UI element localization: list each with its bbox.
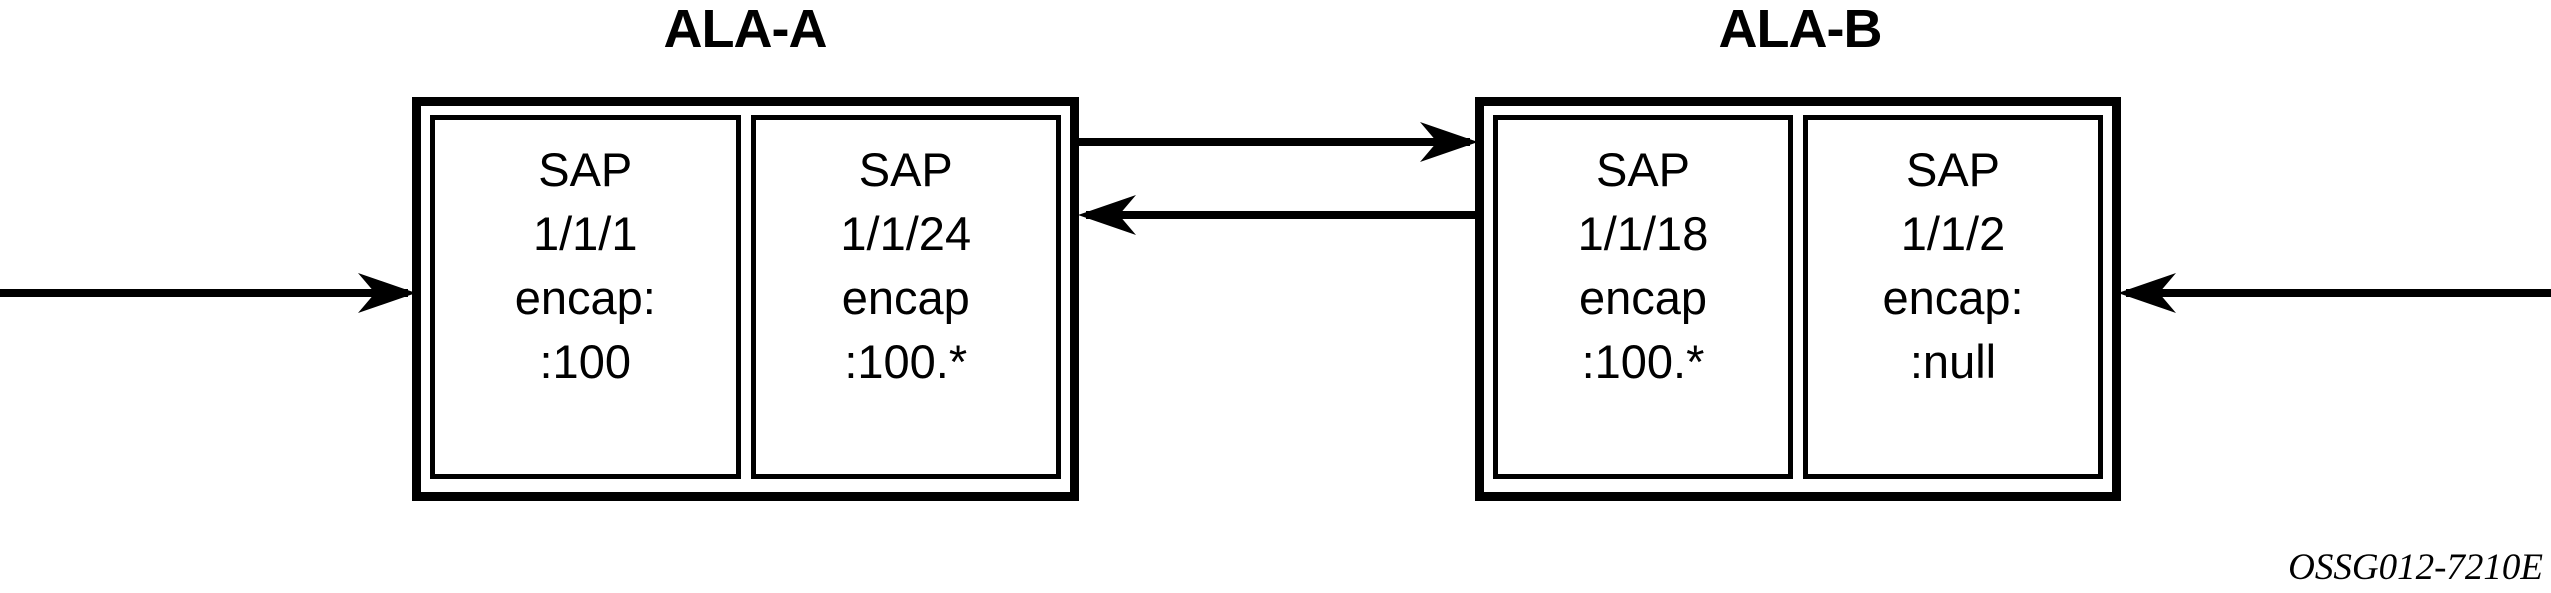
- sap-encap-label: encap: [841, 271, 970, 324]
- device-title-ala-b: ALA-B: [1718, 0, 1883, 59]
- sap-encap-value: :100.*: [844, 335, 968, 388]
- sap-port-id: 1/1/1: [532, 207, 638, 260]
- sap-encap-value: :100.*: [1581, 335, 1705, 388]
- sap-port-id: 1/1/2: [1900, 207, 2006, 260]
- arrow-ala-a-to-ala-b: [1078, 122, 1478, 162]
- arrow-ingress-right: [2118, 273, 2551, 313]
- device-chassis-ala-b: SAP 1/1/18 encap :100.* SAP 1/1/2 encap:…: [1475, 97, 2121, 501]
- sap-encap-label: encap:: [1882, 271, 2024, 324]
- sap-encap-label: encap: [1578, 271, 1708, 324]
- arrow-ingress-left: [0, 273, 416, 313]
- sap-encap-label: encap:: [514, 271, 656, 324]
- sap-label-line1: SAP: [858, 143, 953, 196]
- arrow-ala-b-to-ala-a: [1078, 195, 1478, 235]
- figure-caption: OSSG012-7210E: [2288, 547, 2543, 588]
- device-chassis-ala-a: SAP 1/1/1 encap: :100 SAP 1/1/24 encap :…: [412, 97, 1079, 501]
- sap-label-line1: SAP: [1905, 143, 2001, 196]
- sap-box-1-1-1: SAP 1/1/1 encap: :100: [430, 115, 741, 479]
- sap-box-1-1-18: SAP 1/1/18 encap :100.*: [1493, 115, 1793, 479]
- sap-encap-value: :null: [1909, 335, 1997, 388]
- sap-label-line1: SAP: [1595, 143, 1691, 196]
- sap-port-id: 1/1/18: [1577, 207, 1709, 260]
- sap-label-line1: SAP: [538, 143, 633, 196]
- sap-port-id: 1/1/24: [840, 207, 972, 260]
- device-title-ala-a: ALA-A: [663, 0, 828, 59]
- sap-encap-value: :100: [539, 335, 631, 388]
- sap-box-1-1-24: SAP 1/1/24 encap :100.*: [750, 115, 1061, 479]
- sap-box-1-1-2: SAP 1/1/2 encap: :null: [1803, 115, 2103, 479]
